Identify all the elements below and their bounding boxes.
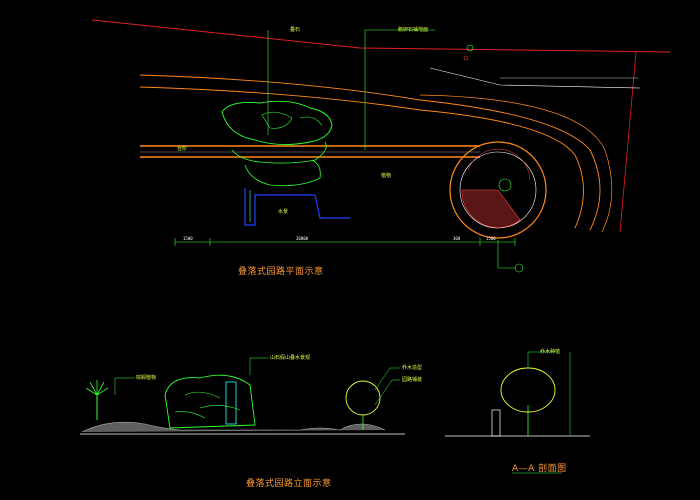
section-wall <box>491 409 501 437</box>
ground-mound <box>81 421 386 433</box>
road-curve-3 <box>419 94 613 233</box>
leader-tree-el <box>374 367 400 391</box>
label-palm: 棕榈植物 <box>136 375 157 381</box>
rock-detail <box>261 111 323 129</box>
label-rock-wall: 山石假山叠水景观 <box>270 355 311 361</box>
label-paving: 鹅卵石铺地面 <box>398 27 429 33</box>
section-marker <box>514 263 524 273</box>
road-curve-1 <box>139 74 601 231</box>
white-edge <box>429 67 641 89</box>
elevation-view <box>80 357 405 435</box>
elevation-rock <box>164 374 256 429</box>
road-curve-2 <box>139 86 584 229</box>
boundary-right <box>619 51 637 233</box>
leader-rock-el <box>249 357 268 375</box>
label-water: 水景 <box>278 209 289 215</box>
elevation-tree <box>345 380 381 416</box>
palm-fronds <box>85 380 109 396</box>
label-paving-el: 园路铺装 <box>402 377 423 383</box>
label-plant: 植物 <box>381 173 392 179</box>
label-section-tree: 乔木种植 <box>540 349 561 355</box>
section-view <box>445 351 590 474</box>
plant-symbol <box>466 44 474 52</box>
rock-mid <box>231 141 327 164</box>
label-tree: 乔木造型 <box>402 365 423 371</box>
plan-title: 叠落式园路平面示意 <box>238 267 324 277</box>
rock-top <box>221 100 333 145</box>
elevation-title: 叠落式园路立面示意 <box>246 479 332 489</box>
water-outline <box>244 188 350 226</box>
dim-right: 1500 <box>486 236 496 241</box>
label-step: 台阶 <box>177 146 188 152</box>
plant-symbol <box>498 178 512 192</box>
plaza-hatch <box>461 189 521 228</box>
leader-paving-el <box>374 379 400 406</box>
plant-symbol <box>463 55 469 61</box>
plaza-sector <box>467 148 531 181</box>
plaza-inner <box>459 151 537 229</box>
label-rock: 叠石 <box>290 27 301 33</box>
plaza-outer <box>449 141 547 239</box>
dim-small: 300 <box>453 236 461 241</box>
dim-left: 1500 <box>183 236 193 241</box>
section-leader-tree <box>527 351 555 368</box>
boundary-line <box>91 19 671 53</box>
section-title: A—A 剖面图 <box>512 464 567 474</box>
plan-view <box>91 19 671 273</box>
leader-palm <box>114 377 135 395</box>
waterfall <box>225 381 237 425</box>
dim-total: 20000 <box>296 236 309 241</box>
rock-lower <box>244 159 321 187</box>
elevation-rock-detail <box>174 391 241 419</box>
